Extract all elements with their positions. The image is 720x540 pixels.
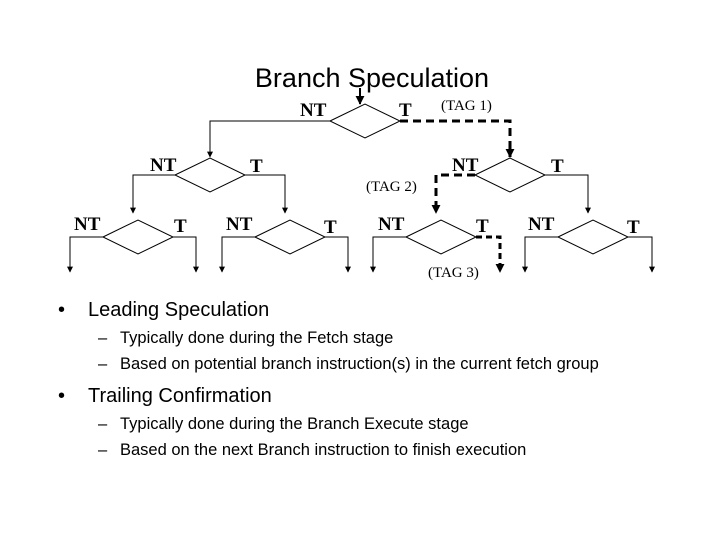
label-tag1: (TAG 1): [441, 98, 492, 114]
edge-l2r-t: [545, 174, 591, 214]
edge-l3c-nt: [370, 236, 406, 273]
label-l3d-t: T: [627, 217, 640, 238]
bullet-text: Leading Speculation: [88, 299, 270, 321]
label-l3a-t: T: [174, 216, 187, 237]
label-l1-t: T: [399, 100, 412, 121]
edge-l2l-t: [245, 174, 288, 214]
branch-node-level3-2: [253, 219, 327, 255]
sub-bullet-text: Typically done during the Fetch stage: [120, 329, 394, 347]
bullet-list: • Leading Speculation – Typically done d…: [58, 295, 708, 463]
edge-l1-nt: [207, 120, 330, 158]
branch-node-level2-left: [173, 157, 247, 193]
bullet-glyph: •: [58, 385, 66, 407]
label-l3b-t: T: [324, 217, 337, 238]
edge-l3b-nt: [219, 236, 255, 273]
edge-l2l-nt: [130, 174, 175, 214]
label-l2l-nt: NT: [150, 155, 177, 176]
branch-node-level2-right: [473, 157, 547, 193]
slide-title: Branch Speculation: [254, 63, 490, 93]
label-l2l-t: T: [250, 156, 263, 177]
label-l3b-nt: NT: [226, 214, 253, 235]
label-l3c-t: T: [476, 216, 489, 237]
sub-bullet-dash: –: [98, 329, 108, 347]
sub-bullet-item: – Based on the next Branch instruction t…: [58, 437, 708, 463]
sub-bullet-text: Based on potential branch instruction(s)…: [120, 355, 599, 373]
sub-bullet-text: Based on the next Branch instruction to …: [120, 441, 527, 459]
edge-l3a-t: [173, 236, 199, 273]
label-tag2: (TAG 2): [366, 179, 417, 195]
bullet-text: Trailing Confirmation: [88, 385, 272, 407]
branch-tree-diagram: NT T (TAG 1) NT T NT T (TAG 2) NT T NT T…: [67, 88, 655, 281]
sub-bullet-dash: –: [98, 355, 108, 373]
edge-l1-t-speculated: [400, 119, 515, 158]
sub-bullet-item: – Typically done during the Branch Execu…: [58, 411, 708, 437]
edge-l3c-t-speculated: [476, 235, 505, 273]
sub-bullet-dash: –: [98, 441, 108, 459]
label-l3c-nt: NT: [378, 214, 405, 235]
branch-node-level3-3: [404, 219, 478, 255]
label-tag3: (TAG 3): [428, 265, 479, 281]
branch-node-level1: [328, 103, 402, 139]
sub-bullet-dash: –: [98, 415, 108, 433]
label-l2r-t: T: [551, 156, 564, 177]
label-l2r-nt: NT: [452, 155, 479, 176]
label-l3d-nt: NT: [528, 214, 555, 235]
label-l1-nt: NT: [300, 100, 327, 121]
edge-l2r-nt-speculated: [431, 173, 475, 214]
sub-bullet-item: – Typically done during the Fetch stage: [58, 325, 708, 351]
bullet-item: • Leading Speculation: [58, 295, 708, 325]
branch-node-level3-1: [101, 219, 175, 255]
edge-l3b-t: [325, 236, 351, 273]
bullet-item: • Trailing Confirmation: [58, 381, 708, 411]
sub-bullet-text: Typically done during the Branch Execute…: [120, 415, 469, 433]
edge-l3a-nt: [67, 236, 103, 273]
label-l3a-nt: NT: [74, 214, 101, 235]
branch-node-level3-4: [556, 219, 630, 255]
edge-l3d-nt: [522, 236, 558, 273]
sub-bullet-item: – Based on potential branch instruction(…: [58, 351, 708, 377]
bullet-glyph: •: [58, 299, 66, 321]
edge-l3d-t: [628, 236, 655, 273]
